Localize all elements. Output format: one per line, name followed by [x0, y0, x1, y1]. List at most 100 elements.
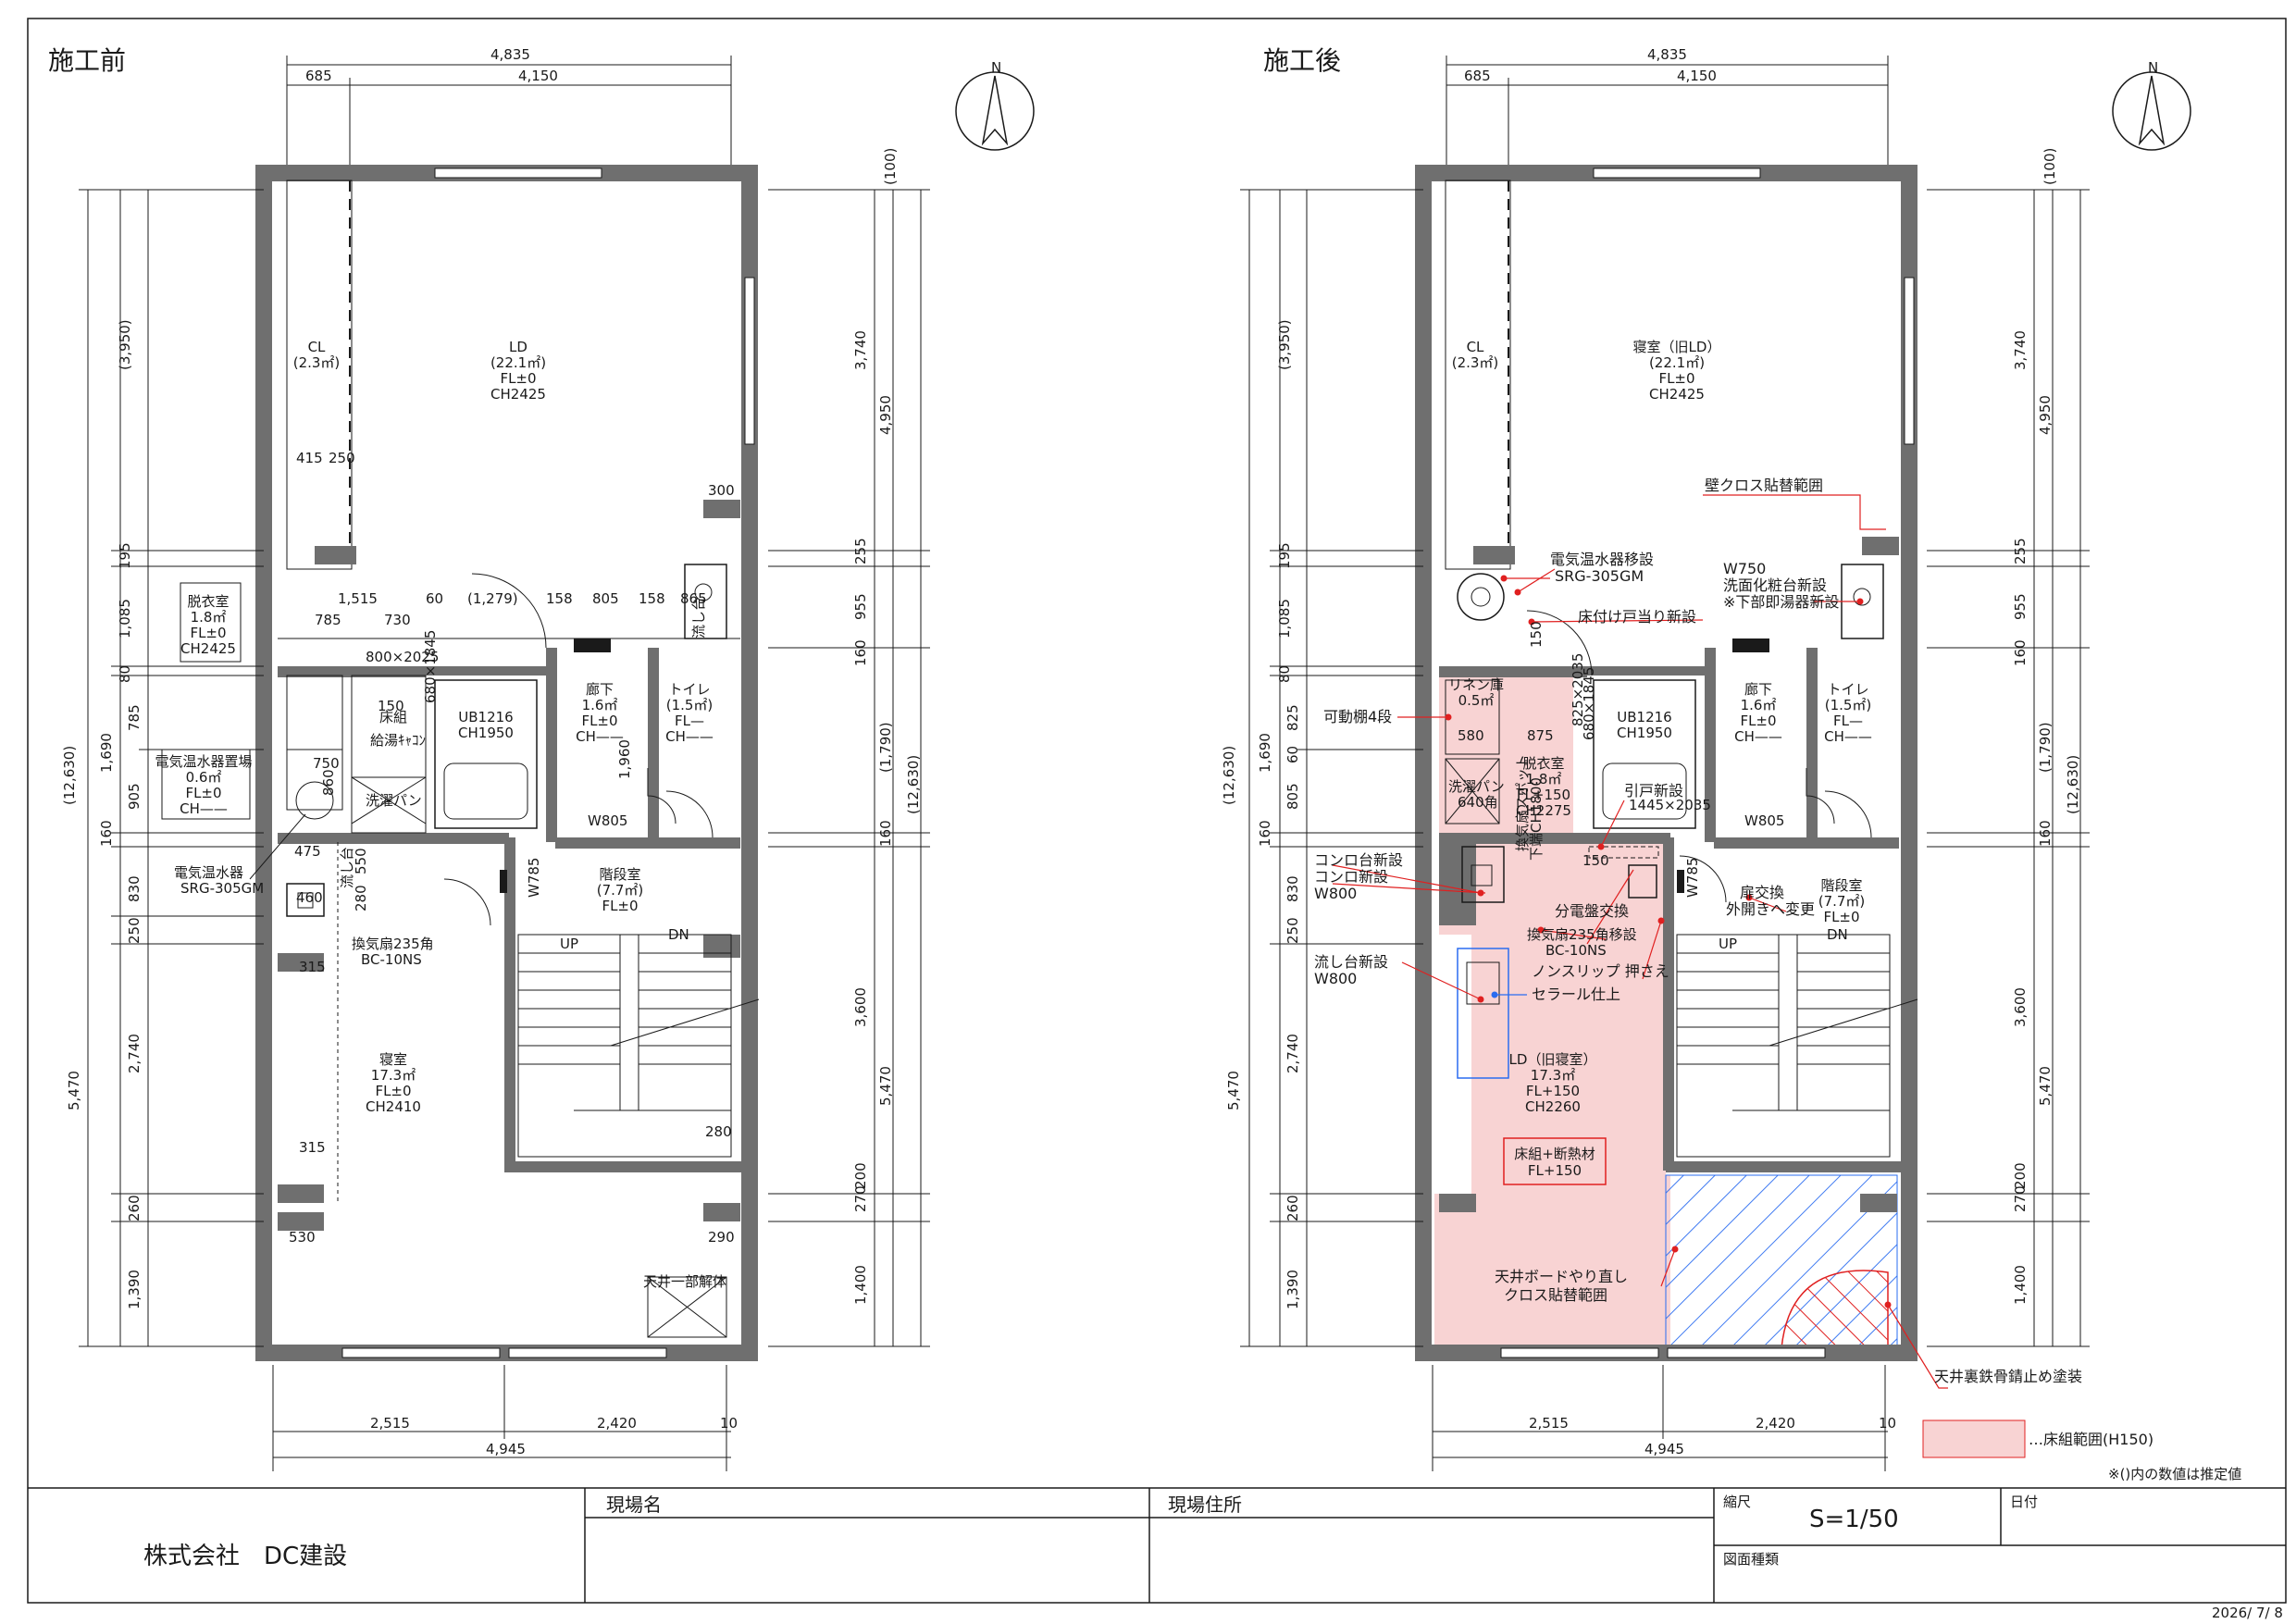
- note-vanity-w: W750: [1723, 560, 1766, 577]
- svg-text:550: 550: [353, 848, 369, 874]
- svg-text:FL—: FL—: [1833, 713, 1863, 729]
- svg-text:195: 195: [117, 542, 133, 569]
- svg-text:(12,630): (12,630): [2065, 755, 2081, 814]
- svg-text:(12,630): (12,630): [905, 755, 922, 814]
- note-sink-w: W800: [1314, 970, 1357, 987]
- svg-text:250: 250: [1285, 917, 1301, 944]
- svg-text:830: 830: [126, 875, 143, 902]
- svg-text:寝室（旧LD）: 寝室（旧LD）: [1633, 339, 1721, 355]
- svg-text:2,515: 2,515: [1529, 1415, 1569, 1432]
- note-door-change: 扉交換: [1740, 884, 1784, 901]
- svg-text:廊下: 廊下: [586, 681, 614, 698]
- site-address-label: 現場住所: [1168, 1494, 1242, 1516]
- note-sliding-door: 引戸新設: [1624, 782, 1683, 800]
- svg-text:280: 280: [353, 885, 369, 911]
- svg-text:1,400: 1,400: [2012, 1265, 2029, 1305]
- note-shelf: 可動棚4段: [1323, 708, 1392, 725]
- room-cl-after: CL (2.3㎡): [1452, 339, 1499, 371]
- svg-text:W805: W805: [1744, 812, 1784, 829]
- svg-text:200: 200: [852, 1162, 869, 1189]
- note-stove-w: W800: [1314, 885, 1357, 902]
- svg-text:FL±0: FL±0: [185, 785, 221, 801]
- svg-text:160: 160: [2012, 639, 2029, 666]
- svg-text:80: 80: [117, 665, 133, 683]
- svg-text:CH——: CH——: [1734, 728, 1782, 745]
- room-rouka-before: 廊下 1.6㎡ FL±0 CH——: [576, 681, 624, 745]
- svg-text:(1,790): (1,790): [2037, 722, 2054, 773]
- svg-text:トイレ: トイレ: [1827, 681, 1868, 698]
- svg-text:460: 460: [296, 889, 323, 906]
- note-spot2: 下端CH1800: [1528, 777, 1545, 861]
- svg-text:1,390: 1,390: [1285, 1270, 1301, 1309]
- note-door-size-before: 800×2025: [366, 649, 439, 665]
- svg-text:200: 200: [2012, 1162, 2029, 1189]
- svg-text:825: 825: [1285, 704, 1301, 731]
- note-water-heater-before: 給湯ｷｬｺﾝ: [370, 732, 426, 749]
- left-dims-before: [79, 189, 264, 1347]
- svg-text:160: 160: [1257, 820, 1273, 847]
- svg-text:270: 270: [2012, 1185, 2029, 1212]
- svg-text:FL±0: FL±0: [375, 1083, 411, 1099]
- svg-text:4,950: 4,950: [877, 395, 894, 435]
- note-stove-base: コンロ台新設: [1314, 851, 1403, 869]
- svg-text:1.6㎡: 1.6㎡: [1741, 697, 1777, 713]
- room-shinshitsu-before: 寝室 17.3㎡ FL±0 CH2410: [366, 1051, 421, 1115]
- dim-top-total-after: 4,835: [1647, 46, 1687, 63]
- note-wash-pan-after: 洗濯パン: [1448, 778, 1505, 795]
- room-cl-before: CL (2.3㎡): [293, 339, 341, 371]
- svg-text:17.3㎡: 17.3㎡: [1531, 1067, 1575, 1084]
- note-ceiling-demo: 天井一部解体: [643, 1273, 726, 1290]
- svg-text:60: 60: [1285, 746, 1301, 763]
- svg-text:FL±0: FL±0: [500, 370, 536, 387]
- svg-text:195: 195: [1276, 542, 1293, 569]
- left-dim-labels-before: (3,950) 195 1,085 80 785 1,690 905 160 8…: [61, 319, 143, 1309]
- svg-text:1445×2035: 1445×2035: [1629, 797, 1711, 813]
- svg-text:315: 315: [299, 1139, 326, 1156]
- svg-text:160: 160: [877, 820, 894, 847]
- stair-up-before: UP: [560, 936, 578, 952]
- svg-text:(1.5㎡): (1.5㎡): [666, 697, 714, 713]
- svg-text:1,400: 1,400: [852, 1265, 869, 1305]
- stair-up-after: UP: [1719, 936, 1737, 952]
- svg-text:150: 150: [378, 698, 404, 714]
- svg-text:3,740: 3,740: [852, 330, 869, 370]
- annotation-leaders: [1332, 494, 1948, 1389]
- svg-text:CH1950: CH1950: [1617, 725, 1672, 741]
- svg-text:2,740: 2,740: [126, 1034, 143, 1073]
- left-dim-labels-after: (3,950) 195 1,085 80 825 1,690 60 805 16…: [1221, 319, 1301, 1309]
- plan-after: 施工後 N 4,835 685 4,150: [1221, 45, 2241, 1482]
- svg-text:5,470: 5,470: [66, 1071, 82, 1110]
- svg-text:255: 255: [2012, 538, 2029, 564]
- note-wash-pan-size: 640角: [1458, 794, 1498, 811]
- svg-text:300: 300: [708, 482, 735, 499]
- before-title: 施工前: [48, 45, 126, 76]
- svg-text:2,740: 2,740: [1285, 1034, 1301, 1073]
- svg-text:(1,790): (1,790): [877, 722, 894, 773]
- svg-text:1,515: 1,515: [338, 590, 378, 607]
- note-wash-pan-before: 洗濯パン: [366, 792, 422, 809]
- legend-note: ※()内の数値は推定値: [2108, 1466, 2241, 1482]
- note-wall-cloth: 壁クロス貼替範囲: [1705, 477, 1823, 494]
- dim-bottom-c: 10: [720, 1415, 738, 1432]
- note-ceramic: セラール仕上: [1532, 986, 1620, 1003]
- svg-text:(22.1㎡): (22.1㎡): [1649, 354, 1705, 371]
- svg-text:リネン庫: リネン庫: [1448, 676, 1504, 693]
- svg-text:875: 875: [1527, 727, 1554, 744]
- floor-insul-box: [1503, 1137, 1607, 1185]
- note-floor-frame-before: 床組: [379, 709, 407, 725]
- note-spot: 換気扇スポット: [1514, 754, 1531, 851]
- svg-text:260: 260: [126, 1195, 143, 1221]
- site-name-label: 現場名: [606, 1494, 662, 1516]
- svg-text:250: 250: [329, 450, 355, 466]
- svg-text:CH——: CH——: [1824, 728, 1872, 745]
- svg-text:150: 150: [1582, 852, 1609, 869]
- svg-text:150: 150: [1528, 621, 1545, 648]
- svg-text:(100): (100): [882, 148, 899, 185]
- legend-label: …床組範囲(H150): [2029, 1431, 2153, 1448]
- note-door-change2: 外開きへ変更: [1726, 900, 1815, 918]
- svg-text:CL: CL: [1467, 339, 1484, 355]
- svg-text:750: 750: [313, 755, 340, 772]
- svg-text:290: 290: [708, 1229, 735, 1246]
- svg-text:FL—: FL—: [675, 713, 704, 729]
- svg-text:UB1216: UB1216: [458, 709, 513, 725]
